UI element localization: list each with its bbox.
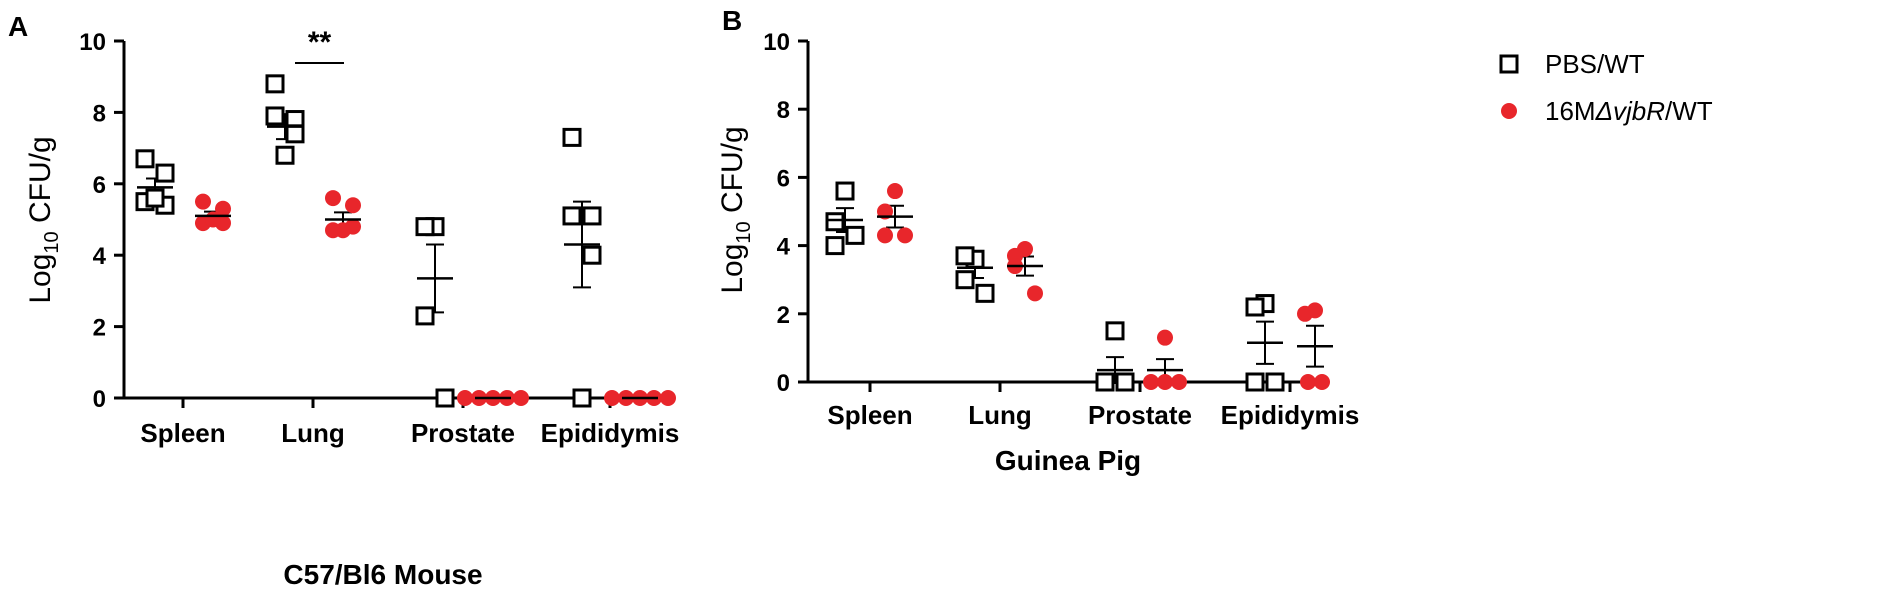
- data-point-pbs-wt: [582, 206, 602, 226]
- panel-a-letter: A: [8, 11, 28, 42]
- y-tick-label: 8: [93, 100, 106, 127]
- y-tick-label: 0: [93, 386, 106, 413]
- y-tick-label: 4: [777, 234, 791, 261]
- data-point-16m-vjbr-wt: [215, 200, 231, 217]
- data-point-pbs-wt: [955, 270, 975, 290]
- data-point-pbs-wt: [415, 217, 435, 237]
- data-point-16m-vjbr-wt: [1171, 374, 1187, 390]
- legend-label-16m-vjbr-wt: 16MΔvjbR/WT: [1545, 96, 1713, 126]
- legend-marker-16m-vjbr-wt: [1501, 103, 1517, 119]
- data-point-16m-vjbr-wt: [345, 197, 361, 214]
- x-tick-label: Epididymis: [541, 418, 680, 448]
- data-point-16m-vjbr-wt: [660, 390, 676, 406]
- data-point-pbs-wt: [845, 225, 865, 245]
- data-point-16m-vjbr-wt: [513, 390, 529, 406]
- panel-a: A Log10 CFU/g C57/Bl6 Mouse 0 2 4 6 8 10Splee…: [8, 11, 679, 590]
- data-point-16m-vjbr-wt: [1157, 374, 1173, 390]
- y-tick-label: 6: [93, 172, 106, 199]
- data-point-pbs-wt: [415, 306, 435, 326]
- data-point-pbs-wt: [1245, 372, 1265, 392]
- data-point-pbs-wt: [955, 246, 975, 266]
- legend-label-pbs-wt: PBS/WT: [1545, 49, 1645, 79]
- data-point-pbs-wt: [1105, 321, 1125, 341]
- data-point-pbs-wt: [1265, 372, 1285, 392]
- data-point-16m-vjbr-wt: [195, 193, 211, 210]
- x-tick-label: Prostate: [1088, 400, 1192, 430]
- data-point-pbs-wt: [265, 74, 285, 94]
- y-tick-label: 6: [777, 165, 790, 192]
- data-point-pbs-wt: [835, 181, 855, 201]
- panel-b-letter: B: [722, 5, 742, 36]
- data-point-16m-vjbr-wt: [897, 227, 913, 244]
- data-point-16m-vjbr-wt: [1027, 285, 1043, 302]
- data-point-16m-vjbr-wt: [457, 390, 473, 406]
- data-point-pbs-wt: [1095, 372, 1115, 392]
- data-point-pbs-wt: [285, 124, 305, 144]
- panel-b-x-axis-title: Guinea Pig: [995, 445, 1141, 476]
- y-tick-label: 8: [777, 97, 790, 124]
- data-point-16m-vjbr-wt: [1314, 374, 1330, 390]
- data-point-pbs-wt: [435, 388, 455, 408]
- data-point-pbs-wt: [155, 163, 175, 183]
- panel-a-y-axis-title: Log10 CFU/g: [24, 136, 63, 303]
- data-point-16m-vjbr-wt: [1143, 374, 1159, 390]
- x-tick-label: Lung: [281, 418, 345, 448]
- y-tick-label: 2: [93, 315, 106, 342]
- data-point-16m-vjbr-wt: [887, 183, 903, 200]
- x-tick-label: Epididymis: [1221, 400, 1360, 430]
- y-tick-label: 10: [79, 29, 106, 56]
- data-point-pbs-wt: [1115, 372, 1135, 392]
- x-tick-label: Lung: [968, 400, 1032, 430]
- data-point-pbs-wt: [145, 188, 165, 208]
- legend-marker-pbs-wt: [1499, 54, 1519, 74]
- data-point-16m-vjbr-wt: [1157, 329, 1173, 346]
- legend: PBS/WT 16MΔvjbR/WT: [1499, 49, 1713, 126]
- data-point-pbs-wt: [825, 212, 845, 232]
- data-point-pbs-wt: [265, 106, 285, 126]
- data-point-16m-vjbr-wt: [604, 390, 620, 406]
- data-point-16m-vjbr-wt: [325, 190, 341, 207]
- data-point-16m-vjbr-wt: [205, 211, 221, 228]
- significance-label: **: [308, 26, 332, 59]
- y-tick-label: 0: [777, 370, 790, 397]
- data-point-pbs-wt: [275, 145, 295, 165]
- data-point-16m-vjbr-wt: [1297, 305, 1313, 322]
- data-point-pbs-wt: [572, 388, 592, 408]
- panel-b-y-axis-title: Log10 CFU/g: [716, 126, 755, 293]
- data-point-pbs-wt: [825, 236, 845, 256]
- panel-a-x-axis-title: C57/Bl6 Mouse: [283, 559, 482, 590]
- data-point-pbs-wt: [582, 245, 602, 265]
- x-tick-label: Prostate: [411, 418, 515, 448]
- data-point-pbs-wt: [562, 206, 582, 226]
- data-point-pbs-wt: [975, 283, 995, 303]
- data-point-pbs-wt: [1245, 297, 1265, 317]
- data-point-pbs-wt: [562, 127, 582, 147]
- x-tick-label: Spleen: [827, 400, 912, 430]
- y-tick-label: 10: [763, 29, 790, 56]
- y-tick-label: 2: [777, 302, 790, 329]
- y-tick-label: 4: [93, 243, 107, 270]
- data-point-16m-vjbr-wt: [877, 227, 893, 244]
- data-point-16m-vjbr-wt: [335, 222, 351, 239]
- data-point-16m-vjbr-wt: [1300, 374, 1316, 390]
- data-point-pbs-wt: [135, 149, 155, 169]
- x-tick-label: Spleen: [140, 418, 225, 448]
